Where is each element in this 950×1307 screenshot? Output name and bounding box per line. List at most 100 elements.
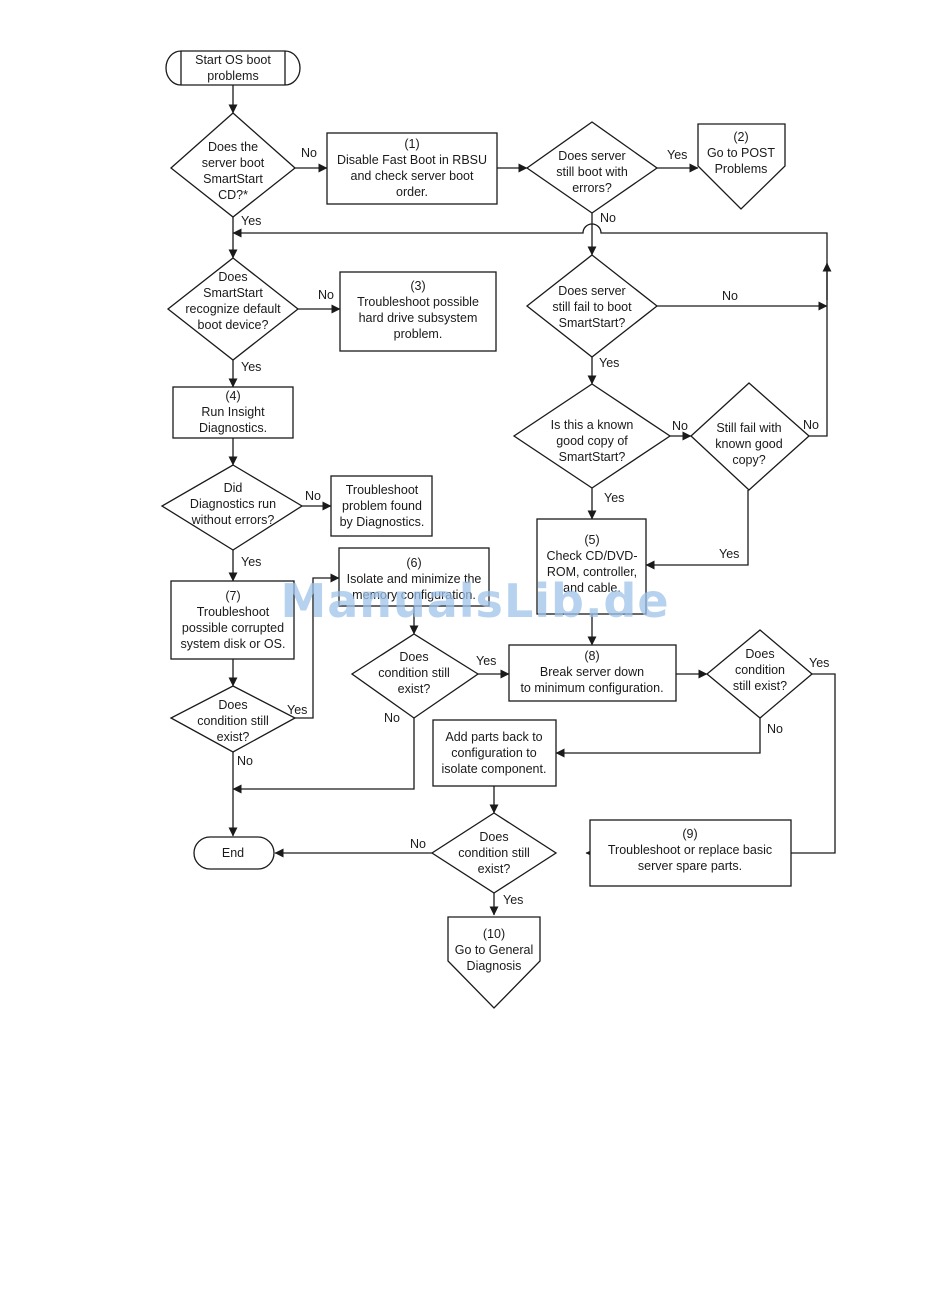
node-d-fail-known-copy-line: copy?	[732, 453, 765, 467]
node-o10-line: Go to General	[455, 943, 534, 957]
node-d-recognize-boot-line: boot device?	[198, 318, 269, 332]
node-d-still-boot-errors-line: errors?	[572, 181, 612, 195]
edge-condmin-no	[555, 718, 761, 758]
node-o10-line: Diagnosis	[467, 959, 522, 973]
node-b1-line: Disable Fast Boot in RBSU	[337, 153, 487, 167]
decision-condition-min	[705, 629, 814, 719]
node-d-known-copy-line: SmartStart?	[559, 450, 626, 464]
edge-cond7-yes	[295, 573, 340, 719]
node-d-fail-smartstart-line: Does server	[558, 284, 625, 298]
node-b5-line: (5)	[584, 533, 599, 547]
step-1-box	[326, 132, 498, 205]
diag-problem-box	[330, 475, 433, 537]
edge-label-no: No	[301, 146, 317, 160]
node-b6-line: memory configuration.	[352, 588, 476, 602]
node-d-cond-mem-line: condition still	[378, 666, 450, 680]
node-d-diag-errors-line: Did	[224, 481, 243, 495]
decision-recognize-boot	[166, 257, 300, 361]
node-b4-line: (4)	[225, 389, 240, 403]
step-6-box	[338, 547, 490, 607]
start-terminator	[165, 50, 301, 86]
node-d-cond-min-line: still exist?	[733, 679, 787, 693]
decision-condition-parts	[430, 812, 558, 894]
node-b8-line: (8)	[584, 649, 599, 663]
node-b8-line: Break server down	[540, 665, 644, 679]
node-d-diag-errors-line: Diagnostics run	[190, 497, 276, 511]
edge-label-no: No	[305, 489, 321, 503]
node-b3-line: hard drive subsystem	[359, 311, 478, 325]
node-d-fail-smartstart-line: SmartStart?	[559, 316, 626, 330]
node-b3-line: problem.	[394, 327, 443, 341]
node-b7-line: possible corrupted	[182, 621, 284, 635]
node-d-cond-mem-line: Does	[399, 650, 428, 664]
node-b3-line: Troubleshoot possible	[357, 295, 479, 309]
node-d-recognize-boot-line: SmartStart	[203, 286, 263, 300]
decision-still-boot-errors	[525, 121, 659, 214]
edge-condmem-no	[232, 718, 415, 794]
node-d-cond-mem-line: exist?	[398, 682, 431, 696]
edge-label-no: No	[672, 419, 688, 433]
edge-label-no: No	[600, 211, 616, 225]
decision-diag-errors	[160, 464, 304, 551]
node-b1-line: order.	[396, 185, 428, 199]
node-d-cond-7-line: condition still	[197, 714, 269, 728]
edge-label-no: No	[318, 288, 334, 302]
node-d-known-copy-line: Is this a known	[551, 418, 634, 432]
node-o2-line: (2)	[733, 130, 748, 144]
node-d-diag-errors-line: without errors?	[191, 513, 275, 527]
step-5-box	[536, 518, 647, 615]
decision-fail-known-copy	[690, 382, 810, 491]
node-b-add-parts-line: configuration to	[451, 746, 537, 760]
node-o2-line: Go to POST	[707, 146, 775, 160]
node-b4-line: Run Insight	[201, 405, 265, 419]
connectors	[228, 85, 836, 916]
edge-label-yes: Yes	[241, 214, 261, 228]
decision-condition-7	[169, 685, 297, 753]
node-start-line: Start OS boot	[195, 53, 271, 67]
node-b5-line: ROM, controller,	[547, 565, 637, 579]
node-d-still-boot-errors-line: still boot with	[556, 165, 628, 179]
node-d-cond-parts-line: Does	[479, 830, 508, 844]
node-d-recognize-boot-line: recognize default	[185, 302, 281, 316]
edge-label-no: No	[803, 418, 819, 432]
node-d-cond-min-line: condition	[735, 663, 785, 677]
node-b7-line: Troubleshoot	[197, 605, 270, 619]
edge-label-no: No	[767, 722, 783, 736]
node-b-diag-problem-line: Troubleshoot	[346, 483, 419, 497]
add-parts-box	[432, 719, 557, 787]
edge-label-yes: Yes	[719, 547, 739, 561]
edge-label-yes: Yes	[604, 491, 624, 505]
decision-known-copy	[512, 383, 672, 489]
node-b7-line: (7)	[225, 589, 240, 603]
offpage-10	[447, 916, 541, 1009]
edge-known-fail-yes	[645, 490, 749, 570]
node-b1-line: (1)	[404, 137, 419, 151]
edge-label-yes: Yes	[503, 893, 523, 907]
end-terminator	[193, 836, 275, 870]
watermark: ManualsLib.de	[280, 574, 669, 628]
step-9-box	[589, 819, 792, 887]
node-b5-line: and cable.	[563, 581, 621, 595]
node-d-cond-parts-line: exist?	[478, 862, 511, 876]
node-d-cond-7-line: Does	[218, 698, 247, 712]
node-b8-line: to minimum configuration.	[520, 681, 663, 695]
edge-loop-back	[232, 223, 828, 300]
edge-label-yes: Yes	[241, 360, 261, 374]
node-d-still-boot-errors-line: Does server	[558, 149, 625, 163]
edge-label-yes: Yes	[809, 656, 829, 670]
node-d-smartstart-cd-line: CD?*	[218, 188, 248, 202]
node-o2-line: Problems	[715, 162, 768, 176]
node-d-fail-known-copy-line: Still fail with	[716, 421, 781, 435]
node-d-smartstart-cd-line: Does the	[208, 140, 258, 154]
edge-known-fail-no	[809, 262, 832, 437]
edge-label-no: No	[237, 754, 253, 768]
node-b-diag-problem-line: problem found	[342, 499, 422, 513]
flow-shapes	[160, 50, 814, 1009]
edge-label-yes: Yes	[241, 555, 261, 569]
node-d-cond-parts-line: condition still	[458, 846, 530, 860]
edge-label-yes: Yes	[287, 703, 307, 717]
step-4-box	[172, 386, 294, 439]
edge-label-no: No	[384, 711, 400, 725]
